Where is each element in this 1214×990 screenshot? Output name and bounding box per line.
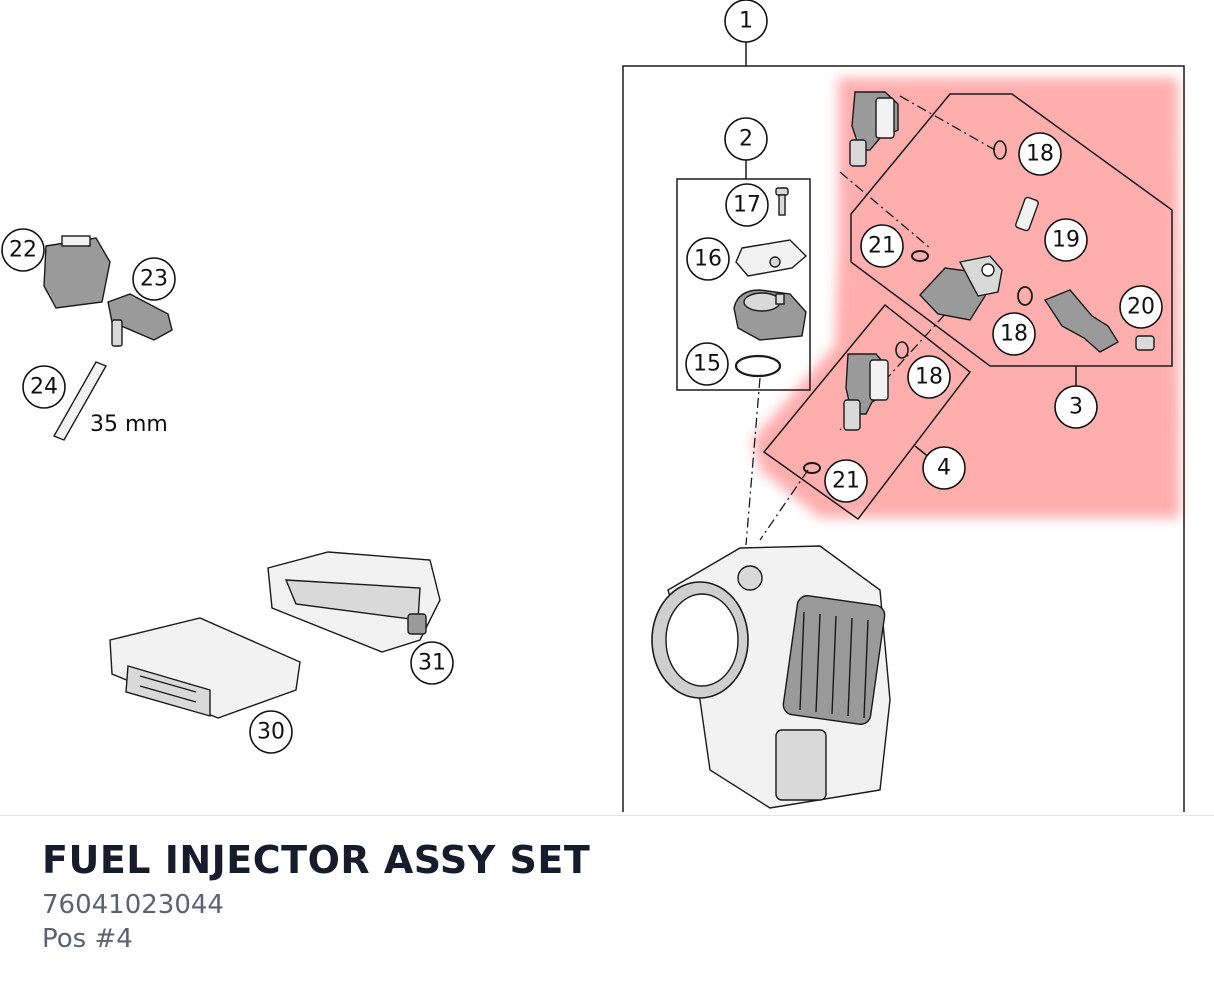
svg-text:21: 21 [868, 234, 896, 259]
svg-text:1: 1 [739, 9, 753, 34]
injector-lower [843, 353, 889, 431]
position-label: Pos #4 [42, 924, 133, 954]
callout-21-low[interactable]: 21 [824, 459, 868, 503]
connector-20 [1043, 289, 1155, 353]
callout-18-top[interactable]: 18 [1018, 132, 1062, 176]
footer: FUEL INJECTOR ASSY SET 76041023044 Pos #… [0, 815, 1214, 990]
svg-text:16: 16 [694, 247, 722, 272]
o-ring-21-low [803, 462, 821, 474]
part-title: FUEL INJECTOR ASSY SET [42, 838, 591, 882]
callout-1[interactable]: 1 [724, 0, 768, 43]
connector-22 [43, 235, 111, 309]
part-number: 76041023044 [42, 890, 224, 920]
svg-text:18: 18 [1026, 142, 1054, 167]
callout-22[interactable]: 22 [1, 228, 45, 272]
svg-text:19: 19 [1052, 228, 1080, 253]
pin-19 [1015, 196, 1039, 232]
svg-text:4: 4 [937, 456, 951, 481]
callout-16[interactable]: 16 [686, 237, 730, 281]
svg-text:21: 21 [832, 469, 860, 494]
o-ring-21-top [911, 250, 929, 262]
svg-text:20: 20 [1127, 295, 1155, 320]
callout-18-low[interactable]: 18 [907, 355, 951, 399]
callout-18-mid[interactable]: 18 [992, 312, 1036, 356]
svg-text:18: 18 [915, 365, 943, 390]
assembly-frame-1 [622, 42, 1185, 812]
svg-text:17: 17 [733, 193, 761, 218]
callout-30[interactable]: 30 [249, 710, 293, 754]
bolt-17 [775, 187, 789, 216]
svg-text:30: 30 [257, 720, 285, 745]
svg-text:2: 2 [739, 127, 753, 152]
callout-24[interactable]: 24 [22, 365, 66, 409]
svg-text:31: 31 [418, 651, 446, 676]
o-ring-18-top [993, 140, 1007, 160]
svg-text:15: 15 [693, 352, 721, 377]
callout-4[interactable]: 4 [922, 446, 966, 490]
throttle-body [651, 545, 891, 809]
bracket-16 [735, 239, 808, 277]
o-ring-18-low [895, 341, 909, 359]
svg-text:24: 24 [30, 375, 58, 400]
dimension-label: 35 mm [90, 412, 168, 437]
group-frame-2 [676, 160, 811, 391]
injector-upper [849, 91, 899, 167]
svg-text:22: 22 [9, 238, 37, 263]
svg-text:3: 3 [1069, 395, 1083, 420]
fuel-rail [919, 255, 1003, 321]
group-frame-3 [850, 93, 1173, 386]
callout-19[interactable]: 19 [1044, 218, 1088, 262]
callout-21-top[interactable]: 21 [860, 224, 904, 268]
callout-15[interactable]: 15 [685, 342, 729, 386]
sensor-housing [733, 289, 807, 341]
sensor-23 [107, 293, 173, 347]
callout-31[interactable]: 31 [410, 641, 454, 685]
hose-24 [52, 361, 108, 441]
ecu-30 [109, 617, 301, 719]
ecu-bracket-31 [267, 551, 441, 653]
callout-23[interactable]: 23 [132, 257, 176, 301]
o-ring-15 [734, 354, 782, 378]
callout-20[interactable]: 20 [1119, 285, 1163, 329]
o-ring-18-mid [1017, 286, 1033, 306]
svg-text:18: 18 [1000, 322, 1028, 347]
callout-2[interactable]: 2 [724, 117, 768, 161]
callout-3[interactable]: 3 [1054, 385, 1098, 429]
parts-diagram: 1 2 17 16 15 18 21 19 20 18 18 3 4 21 22… [1, 0, 1185, 812]
callout-17[interactable]: 17 [725, 183, 769, 227]
svg-text:23: 23 [140, 267, 168, 292]
